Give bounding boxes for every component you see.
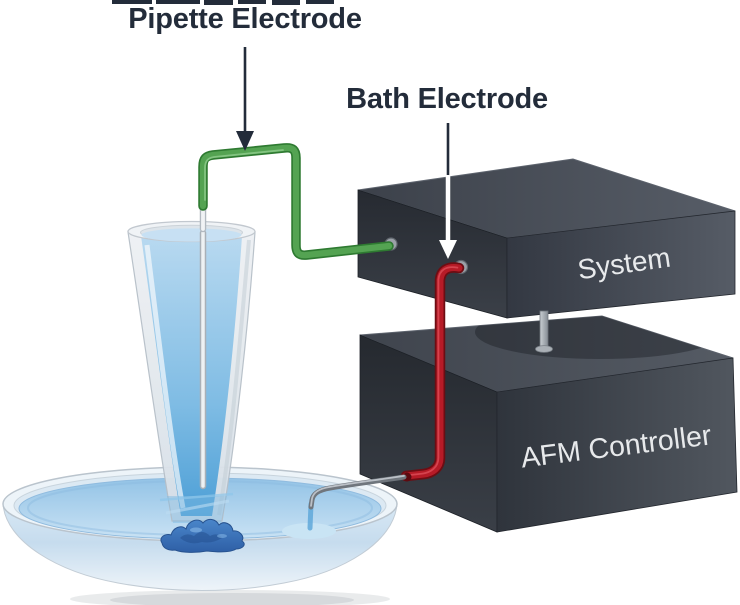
pipette-inner-highlight (144, 244, 186, 509)
pipette-inner-liquid (141, 236, 242, 516)
system-box: System (357, 158, 736, 319)
pipette-liquid-top (141, 228, 242, 242)
electrode-contact-disc (282, 523, 336, 539)
tip-meniscus (165, 499, 230, 515)
pipette-waterline-overlay (167, 496, 227, 523)
system-box-front-face (506, 210, 736, 319)
pipette-arrowhead-icon (236, 131, 254, 151)
interconnect-pin (535, 310, 553, 353)
pipette-electrode-cable-green (198, 143, 394, 260)
glass-pipette (127, 220, 256, 523)
afm-box-front-face (496, 357, 738, 533)
afm-controller-box: AFM Controller (359, 315, 738, 533)
pipette-electrode-label: Pipette Electrode (128, 3, 362, 35)
pipette-inner-right-shade (217, 239, 251, 516)
bath-arrowhead-icon (439, 240, 457, 259)
cropped-text-fragments (112, 0, 334, 5)
bath-electrode-arrow (439, 123, 457, 259)
bath-electrode-wire (282, 474, 407, 539)
waterline-edge (159, 492, 234, 502)
bath-electrode-label: Bath Electrode (346, 83, 548, 115)
sample-blob (160, 518, 245, 553)
pipette-electrode-arrow (236, 47, 254, 151)
dish-shadow-dark (110, 593, 354, 605)
